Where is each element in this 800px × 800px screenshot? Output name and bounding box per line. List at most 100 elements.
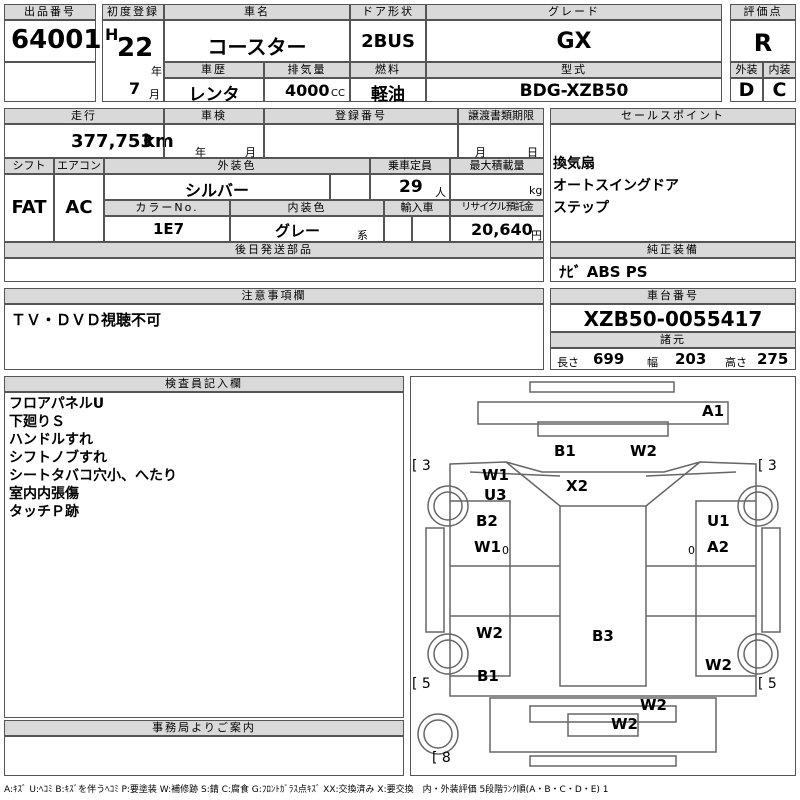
headlight-outline	[537, 421, 669, 437]
lot-blank-cell	[4, 62, 96, 102]
sales-label: セールスポイント	[550, 108, 796, 124]
capacity: 29	[399, 177, 423, 197]
grade: GX	[556, 29, 592, 54]
ac: AC	[65, 197, 93, 218]
era: H	[105, 25, 119, 44]
history-cell: レンタ	[164, 78, 264, 105]
rear-window-outline	[529, 705, 677, 723]
color-cell: シルバー	[104, 174, 330, 200]
zero-mark: 0	[502, 544, 509, 557]
lot-cell: 64001	[4, 20, 101, 62]
damage-mark: W2	[611, 715, 638, 733]
reg-month: 7	[129, 79, 141, 98]
later-parts-label: 後日発送部品	[4, 242, 544, 258]
fuel: 軽油	[371, 85, 405, 105]
color-sub-cell	[330, 174, 370, 200]
wheel-front-right	[737, 485, 779, 527]
damage-mark: B2	[476, 512, 498, 530]
transfer-label: 譲渡書類期限	[458, 108, 544, 124]
inspector-notes: フロアパネルU 下廻りＳ ハンドルすれ シフトノブすれ シートタバコ穴小、へたり…	[4, 392, 404, 718]
transfer-cell: 月 日	[458, 124, 544, 159]
spare-wheel-inner	[423, 719, 453, 749]
first-reg-label: 初度登録	[102, 4, 164, 20]
score-cell: R	[730, 20, 796, 62]
equip-label: 純正装備	[550, 242, 796, 258]
sales-points: 換気扇 オートスイングドア ステップ	[550, 124, 796, 242]
wheel-rear-left-inner	[433, 639, 463, 669]
rear-bumper-outline	[529, 755, 677, 767]
wheel-rear-right	[737, 633, 779, 675]
year-unit: 年	[151, 65, 162, 78]
score: R	[753, 29, 773, 57]
right-step-outline	[761, 527, 781, 633]
inspector-line: フロアパネルU	[9, 396, 105, 412]
wheel-front-left	[427, 485, 469, 527]
ext-grade: D	[738, 79, 755, 101]
damage-mark: X2	[566, 477, 589, 495]
capacity-cell: 29 人	[370, 174, 450, 200]
shift-label: シフト	[4, 158, 54, 174]
colorno-cell: 1E7	[104, 216, 230, 242]
caution-label: 注意事項欄	[4, 288, 544, 304]
shift: FAT	[11, 197, 47, 218]
equip: ﾅﾋﾞ ABS PS	[559, 263, 648, 281]
later-parts-cell	[4, 258, 544, 282]
inspector-line: シフトノブすれ	[9, 450, 107, 466]
inspect-month-unit: 月	[245, 146, 256, 159]
ext-cell: D	[730, 78, 763, 102]
history: レンタ	[188, 85, 240, 105]
bracket-mark: [ 5	[412, 676, 431, 692]
displacement: 4000	[285, 81, 330, 100]
damage-mark: A2	[707, 538, 730, 556]
roof-outline	[559, 506, 647, 687]
office-cell	[4, 736, 404, 776]
import-label: 輸入車	[384, 200, 450, 216]
lot-number: 64001	[11, 25, 102, 55]
maxload-cell: kg	[450, 174, 544, 200]
model-cell: BDG-XZB50	[426, 78, 722, 102]
bracket-mark: [ 3	[412, 458, 431, 474]
door-label: ドア形状	[350, 4, 426, 20]
transfer-month-unit: 月	[475, 146, 486, 159]
bracket-mark: [ 3	[758, 458, 777, 474]
damage-mark: W1	[474, 538, 501, 556]
side-divider-lines	[450, 565, 756, 617]
width: 203	[675, 350, 707, 368]
length: 699	[593, 350, 625, 368]
mirror-lines	[469, 471, 737, 477]
damage-mark: W2	[705, 656, 732, 674]
width-label: 幅	[647, 356, 658, 369]
rear-outline	[489, 697, 717, 753]
office-label: 事務局よりご案内	[4, 720, 404, 736]
height: 275	[757, 350, 789, 368]
kei-unit: 系	[357, 229, 368, 242]
cc-unit: CC	[331, 88, 345, 99]
color: シルバー	[185, 181, 250, 200]
right-side-panel	[695, 500, 756, 677]
colorno: 1E7	[153, 220, 185, 238]
wheel-rear-left	[427, 633, 469, 675]
recycle-cell: 20,640 円	[450, 216, 544, 242]
recycle-label: リサイクル預託金	[450, 200, 544, 216]
score-label: 評価点	[730, 4, 796, 20]
inspector-line: ハンドルすれ	[9, 432, 93, 448]
int-cell: C	[763, 78, 796, 102]
capacity-label: 乗車定員	[370, 158, 450, 174]
transfer-day-unit: 日	[527, 146, 538, 159]
vin-label: 車台番号	[550, 288, 796, 304]
damage-mark: B1	[554, 442, 576, 460]
inspector-line: シートタバコ穴小、へたり	[9, 468, 177, 484]
wheel-front-left-inner	[433, 491, 463, 521]
damage-mark: B1	[477, 667, 499, 685]
sales-point: 換気扇	[553, 156, 595, 172]
model: BDG-XZB50	[519, 81, 629, 101]
inspect-year-unit: 年	[195, 146, 206, 159]
left-step-outline	[425, 527, 445, 633]
rear-plate-outline	[567, 713, 639, 737]
regno-cell	[264, 124, 458, 158]
legend-text: A:ｷｽﾞ U:ﾍｺﾐ B:ｷｽﾞを伴うﾍｺﾐ P:要塗装 W:補修跡 S:錆 …	[4, 785, 609, 795]
ext-label: 外装	[730, 62, 763, 78]
length-label: 長さ	[557, 356, 579, 369]
inspector-label: 検査員記入欄	[4, 376, 404, 392]
car-name-label: 車名	[164, 4, 350, 20]
